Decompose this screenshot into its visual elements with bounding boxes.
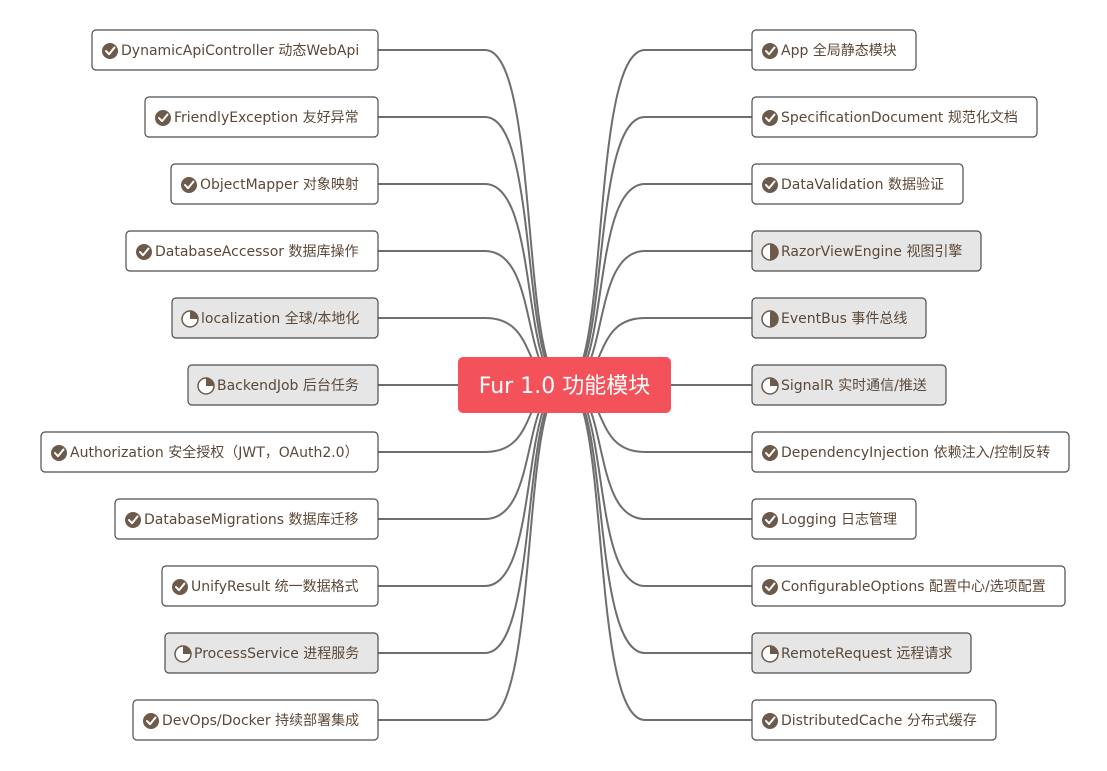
branch-node-left[interactable]: ProcessService 进程服务 [164,632,379,674]
branch-node-box[interactable] [144,96,379,138]
branch-node-box[interactable] [132,699,379,741]
branch-node-label: App 全局静态模块 [781,42,897,59]
branch-node-label: ProcessService 进程服务 [194,646,359,662]
check-circle-icon [143,713,159,729]
branch-node-box[interactable] [171,297,379,339]
branch-node-box[interactable] [751,29,917,71]
branch-node-box[interactable] [170,163,379,205]
branch-node-label: DataValidation 数据验证 [781,177,944,193]
branch-node-box[interactable] [751,163,964,205]
branch-node-box[interactable] [161,565,379,607]
branch-node-label: SpecificationDocument 规范化文档 [781,109,1018,126]
branch-node-label: DistributedCache 分布式缓存 [781,713,977,729]
branch-node-right[interactable]: DataValidation 数据验证 [751,163,964,205]
branch-node-label: DatabaseMigrations 数据库迁移 [144,512,359,528]
branch-node-box[interactable] [751,498,917,540]
quarter-pie-icon [761,645,779,663]
branch-node-label: DynamicApiController 动态WebApi [121,43,359,59]
check-circle-icon [762,43,778,59]
center-topic[interactable]: Fur 1.0 功能模块 [458,357,671,413]
branch-node-label: Authorization 安全授权（JWT，OAuth2.0） [70,444,359,461]
branch-node-right[interactable]: ConfigurableOptions 配置中心/选项配置 [751,565,1066,607]
branch-node-label: SignalR 实时通信/推送 [781,378,927,394]
branch-node-label: EventBus 事件总线 [781,311,907,327]
check-circle-icon [762,110,778,126]
branch-node-label: ObjectMapper 对象映射 [200,177,359,193]
branch-node-left[interactable]: BackendJob 后台任务 [187,364,379,406]
branch-node-label: ConfigurableOptions 配置中心/选项配置 [781,579,1046,595]
branch-node-right[interactable]: DistributedCache 分布式缓存 [751,699,997,741]
branch-node-box[interactable] [114,498,379,540]
branch-node-label: DependencyInjection 依赖注入/控制反转 [781,445,1050,461]
branch-node-left[interactable]: DatabaseMigrations 数据库迁移 [114,498,379,540]
connector-line [378,183,566,386]
branch-node-left[interactable]: DevOps/Docker 持续部署集成 [132,699,379,741]
quarter-pie-icon [181,310,199,328]
check-circle-icon [762,512,778,528]
branch-node-left[interactable]: localization 全球/本地化 [171,297,379,339]
branch-node-left[interactable]: UnifyResult 统一数据格式 [161,565,379,607]
check-circle-icon [136,244,152,260]
branch-node-label: RazorViewEngine 视图引擎 [781,244,962,260]
branch-node-box[interactable] [751,565,1066,607]
connector-line [378,384,566,587]
branch-node-box[interactable] [751,96,1038,138]
branch-node-box[interactable] [751,230,982,272]
check-circle-icon [181,177,197,193]
quarter-pie-icon [174,645,192,663]
branch-node-right[interactable]: App 全局静态模块 [751,29,917,71]
check-circle-icon [762,177,778,193]
branch-node-left[interactable]: DynamicApiController 动态WebApi [91,29,379,71]
branch-node-box[interactable] [125,230,379,272]
branch-node-box[interactable] [751,364,947,406]
branch-node-right[interactable]: SignalR 实时通信/推送 [751,364,947,406]
branch-node-left[interactable]: FriendlyException 友好异常 [144,96,379,138]
branch-node-right[interactable]: SpecificationDocument 规范化文档 [751,96,1038,138]
center-topic-label: Fur 1.0 功能模块 [479,374,650,399]
check-circle-icon [102,43,118,59]
connector-line [564,384,752,587]
branch-node-right[interactable]: DependencyInjection 依赖注入/控制反转 [751,431,1070,473]
branch-node-label: BackendJob 后台任务 [217,378,359,394]
check-circle-icon [762,579,778,595]
branch-node-label: RemoteRequest 远程请求 [781,646,952,662]
branch-node-right[interactable]: RazorViewEngine 视图引擎 [751,230,982,272]
branch-node-right[interactable]: EventBus 事件总线 [751,297,927,339]
center-topic-box[interactable] [458,357,671,413]
branch-node-left[interactable]: Authorization 安全授权（JWT，OAuth2.0） [40,431,379,473]
branch-node-label: Logging 日志管理 [781,512,897,528]
connector-line [564,183,752,386]
branch-node-box[interactable] [751,699,997,741]
quarter-pie-icon [761,377,779,395]
branch-node-label: FriendlyException 友好异常 [174,110,359,126]
branch-nodes: DynamicApiController 动态WebApiFriendlyExc… [40,29,1070,741]
branch-node-label: DevOps/Docker 持续部署集成 [162,712,359,729]
check-circle-icon [125,512,141,528]
branch-node-box[interactable] [40,431,379,473]
branch-node-box[interactable] [187,364,379,406]
branch-node-box[interactable] [91,29,379,71]
check-circle-icon [155,110,171,126]
check-circle-icon [762,445,778,461]
branch-node-left[interactable]: ObjectMapper 对象映射 [170,163,379,205]
branch-node-right[interactable]: Logging 日志管理 [751,498,917,540]
check-circle-icon [762,713,778,729]
branch-node-box[interactable] [751,297,927,339]
quarter-pie-icon [197,377,215,395]
check-circle-icon [51,445,67,461]
branch-node-box[interactable] [751,431,1070,473]
branch-node-left[interactable]: DatabaseAccessor 数据库操作 [125,230,379,272]
branch-node-right[interactable]: RemoteRequest 远程请求 [751,632,972,674]
branch-node-label: UnifyResult 统一数据格式 [191,579,359,595]
check-circle-icon [172,579,188,595]
branch-node-box[interactable] [164,632,379,674]
half-circle-icon [761,243,779,261]
branch-node-box[interactable] [751,632,972,674]
branch-node-label: localization 全球/本地化 [201,310,359,327]
branch-node-label: DatabaseAccessor 数据库操作 [155,244,359,260]
half-circle-icon [761,310,779,328]
